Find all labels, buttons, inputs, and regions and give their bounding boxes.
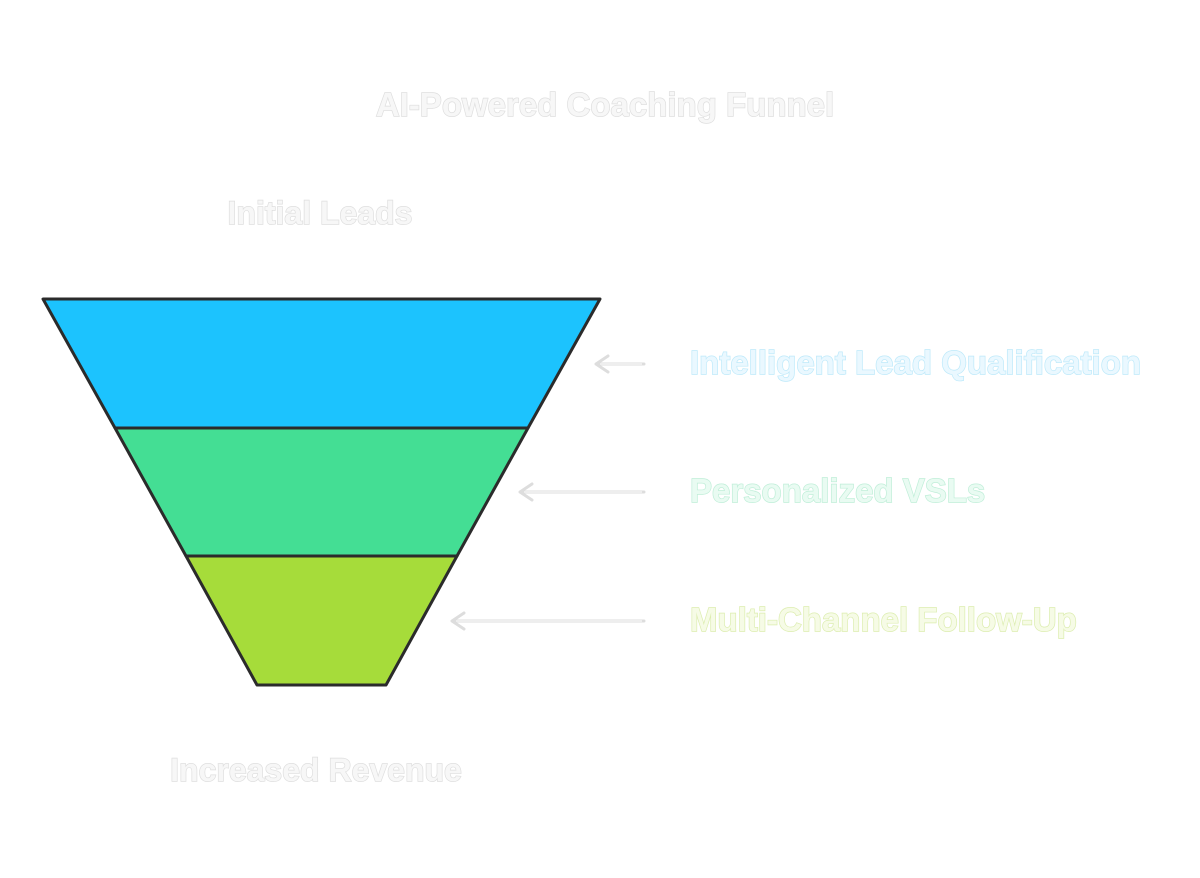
top-label: Initial Leads xyxy=(228,195,413,231)
stage-label-intelligent-lead-qualification: Intelligent Lead Qualification xyxy=(690,344,1141,381)
arrow-stage-1 xyxy=(594,354,646,374)
stage-label-multi-channel-follow-up: Multi-Channel Follow-Up xyxy=(690,601,1077,638)
stage-label-personalized-vsls: Personalized VSLs xyxy=(690,472,985,509)
arrow-stage-3 xyxy=(450,611,646,631)
bottom-label: Increased Revenue xyxy=(170,752,462,788)
funnel-stage-1 xyxy=(41,297,602,430)
funnel-stage-2 xyxy=(113,426,530,558)
diagram-title: AI-Powered Coaching Funnel xyxy=(376,86,834,123)
arrow-stage-2 xyxy=(518,482,646,502)
funnel-stage-3 xyxy=(184,554,459,687)
